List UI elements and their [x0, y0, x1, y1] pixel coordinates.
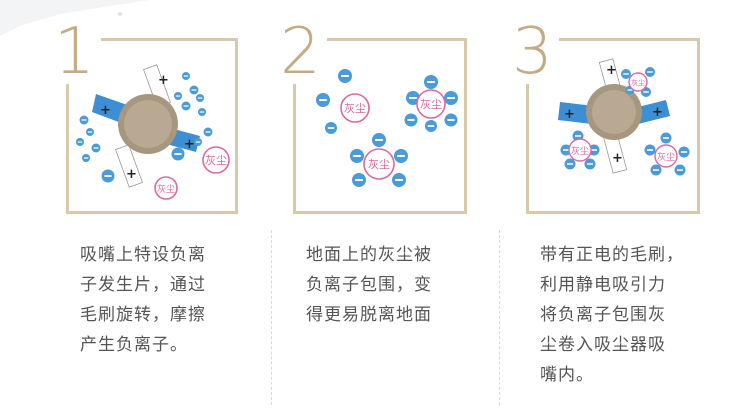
dust-particle	[202, 146, 230, 174]
description-line: 得更易脱离地面	[306, 305, 432, 325]
minus-sign	[93, 147, 99, 149]
dust-label: 灰尘	[631, 78, 645, 87]
step-3-number: 3	[506, 20, 559, 84]
minus-sign	[355, 179, 363, 181]
step-1-number: 1	[48, 20, 101, 84]
minus-sign	[647, 71, 653, 73]
brush-bristle	[115, 144, 143, 188]
ion-generator-blade	[558, 102, 594, 124]
description-line: 尘卷入吸尘器吸	[540, 335, 666, 355]
svg-text:+: +	[652, 105, 663, 120]
dust-label: 灰尘	[205, 153, 227, 167]
dust-particle	[154, 176, 178, 200]
dust-particle	[363, 148, 395, 180]
minus-sign	[590, 149, 598, 151]
dust-label: 灰尘	[157, 183, 175, 195]
minus-sign	[427, 125, 435, 127]
minus-sign	[175, 95, 181, 97]
dust-particle	[568, 138, 592, 162]
minus-sign	[174, 153, 182, 155]
svg-text:+: +	[126, 167, 137, 182]
negative-ions	[76, 72, 213, 183]
minus-sign	[397, 155, 405, 157]
minus-sign	[87, 131, 93, 133]
minus-sign	[183, 75, 189, 77]
description-line: 毛刷旋转，摩擦	[80, 305, 206, 325]
minus-sign	[652, 169, 660, 171]
dust-label: 灰尘	[368, 157, 390, 171]
dust-label: 灰尘	[344, 101, 366, 115]
svg-text:+: +	[158, 73, 169, 88]
minus-sign	[586, 163, 594, 165]
minus-sign	[680, 151, 688, 153]
minus-sign	[195, 141, 201, 143]
step-1-panel: 1 + + + + 灰尘 灰尘 吸嘴上特设负离 子发生片，通过 毛刷旋转，摩擦 …	[0, 0, 260, 420]
description-line: 将负离子包围灰	[540, 305, 666, 325]
dust-particle	[628, 72, 648, 92]
step-3-panel: 3 + + + + 灰尘 灰尘 灰尘 带有正电的毛刷， 利用静电吸引力 将负离子…	[500, 0, 750, 420]
step-3-description: 带有正电的毛刷， 利用静电吸引力 将负离子包围灰 尘卷入吸尘器吸 嘴内。	[540, 240, 730, 390]
description-line: 地面上的灰尘被	[306, 245, 432, 265]
minus-sign	[643, 91, 649, 93]
step-1-description: 吸嘴上特设负离 子发生片，通过 毛刷旋转，摩擦 产生负离子。	[80, 240, 250, 360]
minus-sign	[205, 131, 211, 133]
minus-sign	[83, 157, 89, 159]
step-3-illustration: + + + + 灰尘 灰尘 灰尘	[558, 58, 690, 176]
minus-sign	[77, 141, 83, 143]
minus-sign	[104, 175, 112, 177]
dust-label: 灰尘	[420, 97, 442, 111]
minus-sign	[191, 89, 197, 91]
description-line: 子发生片，通过	[80, 275, 206, 295]
minus-sign	[646, 149, 654, 151]
step-1-illustration: + + + + 灰尘 灰尘	[76, 64, 230, 200]
description-line: 吸嘴上特设负离	[80, 245, 206, 265]
dust-particle	[654, 144, 678, 168]
minus-sign	[566, 163, 574, 165]
dust-label: 灰尘	[571, 145, 589, 157]
dust-label: 灰尘	[657, 151, 675, 163]
step-2-description: 地面上的灰尘被 负离子包围，变 得更易脱离地面	[306, 240, 476, 330]
ion-generator-blade	[634, 100, 670, 124]
minus-sign	[627, 89, 633, 91]
minus-sign	[447, 97, 455, 99]
minus-sign	[562, 149, 570, 151]
column-separator	[271, 230, 272, 405]
dust-particle	[340, 93, 370, 123]
minus-sign	[574, 135, 582, 137]
minus-sign	[319, 99, 327, 101]
svg-text:+: +	[564, 107, 575, 122]
minus-sign	[662, 137, 670, 139]
negative-ions	[560, 67, 690, 176]
minus-sign	[327, 127, 335, 129]
dust-particle	[416, 89, 446, 119]
description-line: 产生负离子。	[80, 335, 188, 355]
svg-text:+: +	[184, 137, 195, 152]
column-separator	[499, 230, 500, 405]
minus-sign	[407, 119, 415, 121]
minus-sign	[375, 139, 383, 141]
minus-sign	[409, 97, 417, 99]
minus-sign	[183, 105, 189, 107]
minus-sign	[199, 111, 205, 113]
step-2-illustration: 灰尘 灰尘 灰尘	[316, 69, 458, 187]
minus-sign	[353, 155, 361, 157]
negative-ions	[316, 69, 458, 187]
description-line: 嘴内。	[540, 365, 594, 385]
svg-text:+: +	[100, 103, 111, 118]
description-line: 带有正电的毛刷，	[540, 245, 684, 265]
minus-sign	[447, 119, 455, 121]
minus-sign	[427, 81, 435, 83]
minus-sign	[341, 75, 349, 77]
minus-sign	[81, 119, 87, 121]
minus-sign	[623, 73, 629, 75]
step-2-number: 2	[274, 20, 327, 84]
svg-text:+: +	[612, 151, 623, 166]
minus-sign	[676, 169, 684, 171]
minus-sign	[395, 179, 403, 181]
svg-text:+: +	[606, 63, 617, 78]
description-line: 负离子包围，变	[306, 275, 432, 295]
minus-sign	[197, 97, 203, 99]
step-2-panel: 2 灰尘 灰尘 灰尘 地面上的灰尘被 负离子包围，变 得更易脱离地面	[260, 0, 500, 420]
description-line: 利用静电吸引力	[540, 275, 666, 295]
